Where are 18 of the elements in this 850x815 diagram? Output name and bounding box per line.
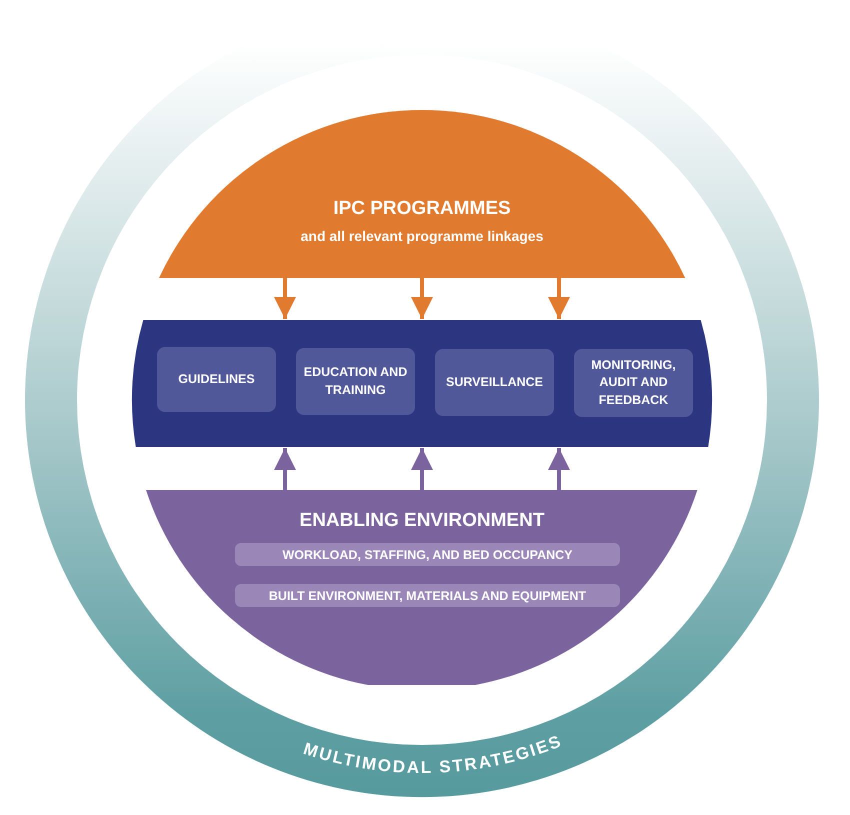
component-box: EDUCATION AND TRAINING	[296, 348, 415, 415]
arrow	[274, 278, 296, 319]
arrow	[411, 448, 433, 490]
arrow	[274, 448, 296, 490]
panel-heading: IPC PROGRAMMES	[332, 198, 512, 220]
environment-panel	[146, 490, 698, 685]
arrow	[548, 448, 570, 490]
panel-subheading: and all relevant programme linkages	[300, 228, 544, 244]
component-band	[132, 320, 712, 447]
component-box: GUIDELINES	[157, 347, 276, 412]
component-box: MONITORING, AUDIT AND FEEDBACK	[574, 349, 693, 417]
factor-bar: WORKLOAD, STAFFING, AND BED OCCUPANCY	[234, 543, 620, 566]
arrow	[411, 278, 433, 319]
panel-heading: ENABLING ENVIRONMENT	[298, 510, 546, 532]
arrow	[548, 278, 570, 319]
programme-panel	[158, 110, 686, 278]
factor-bar: BUILT ENVIRONMENT, MATERIALS AND EQUIPMENT	[234, 584, 620, 607]
component-box: SURVEILLANCE	[435, 349, 554, 416]
